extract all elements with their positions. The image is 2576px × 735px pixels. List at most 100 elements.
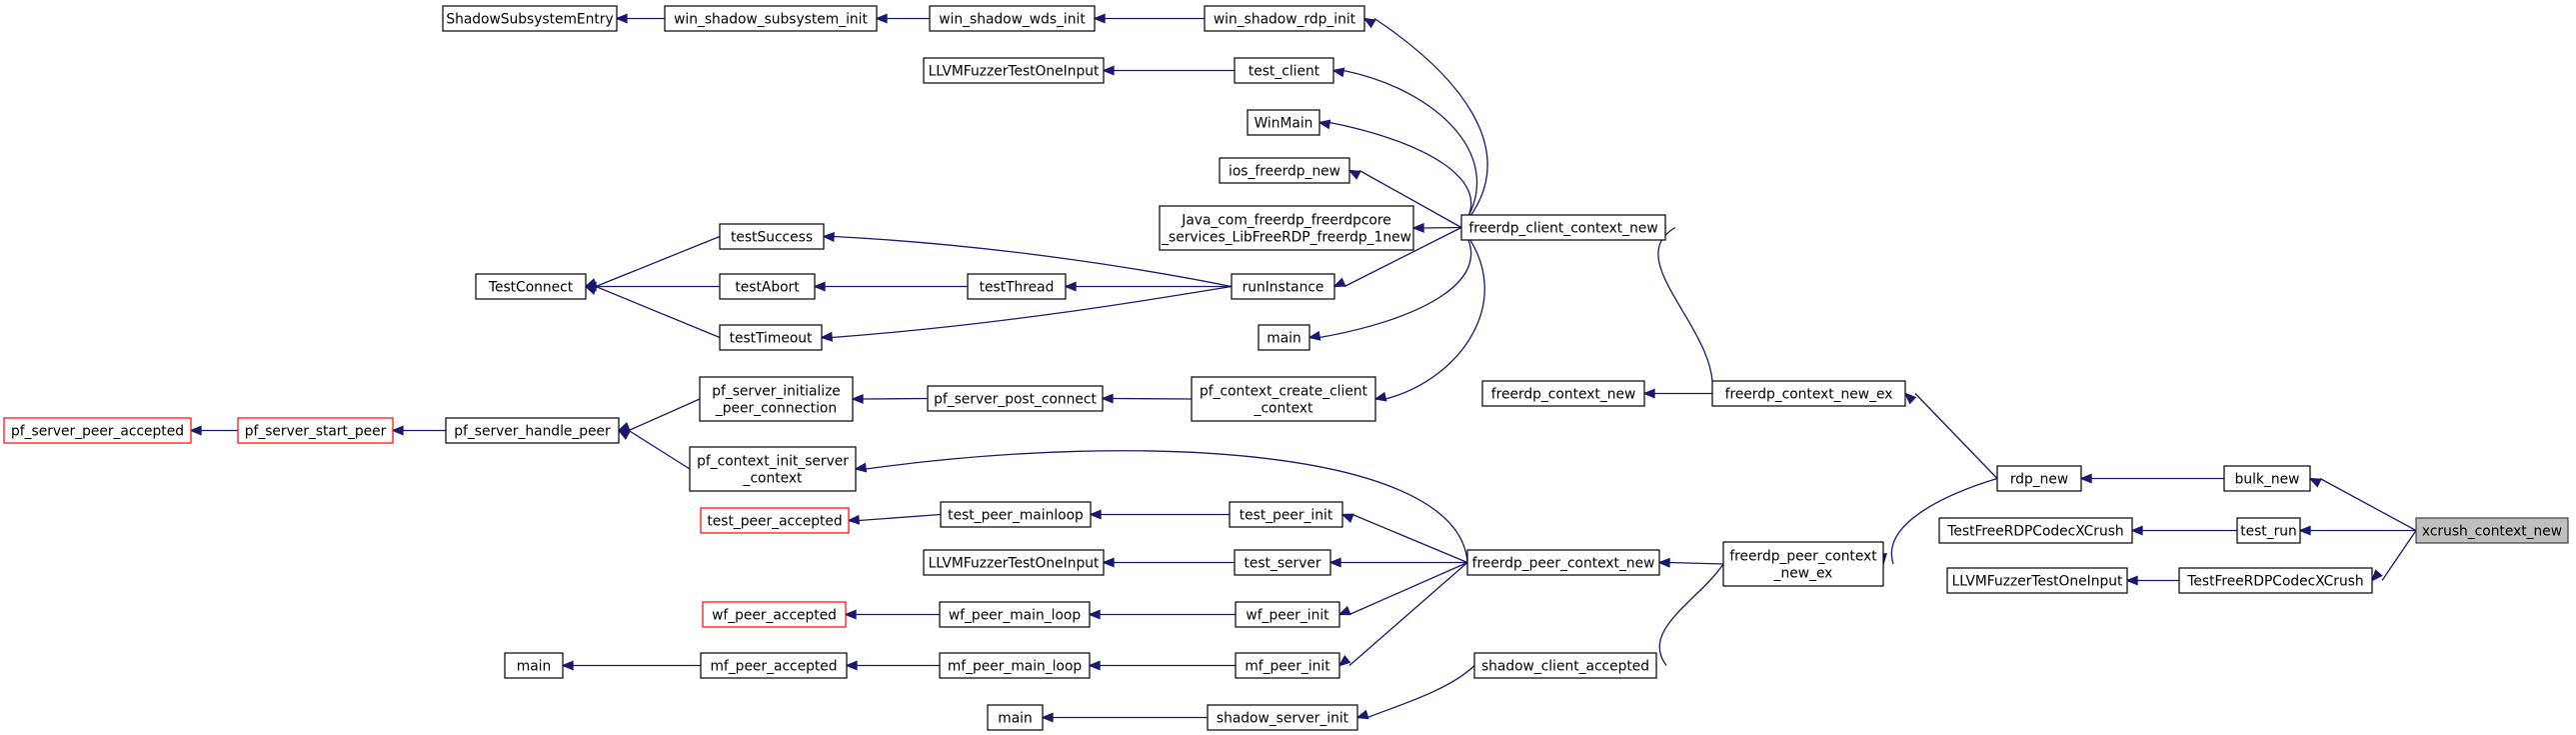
- edge-freerdp_client_context_new-to-freerdp_context_new_ex: [1653, 226, 1713, 394]
- node-label: pf_server_initialize: [712, 384, 841, 400]
- arrowhead-icon: [1332, 277, 1346, 288]
- node-llvmfuzzertestoneinput-a[interactable]: LLVMFuzzerTestOneInput: [923, 57, 1105, 84]
- node-pf-context-init-server-context[interactable]: pf_context_init_server_context: [689, 446, 857, 492]
- node-llvmfuzzertestoneinput-b[interactable]: LLVMFuzzerTestOneInput: [923, 549, 1105, 576]
- edge-mf_peer_main_loop-to-mf_peer_init: [1088, 660, 1236, 671]
- node-test-peer-init[interactable]: test_peer_init: [1229, 501, 1343, 528]
- node-testsuccess[interactable]: testSuccess: [719, 223, 825, 250]
- node-freerdp-client-context-new[interactable]: freerdp_client_context_new: [1460, 214, 1666, 241]
- edge-Java_com-to-freerdp_client_context_new: [1411, 222, 1462, 233]
- node-rdp-new[interactable]: rdp_new: [1996, 465, 2082, 492]
- node-win-shadow-wds-init[interactable]: win_shadow_wds_init: [929, 5, 1096, 32]
- edge-pf_server_handle_peer-to-pf_server_initialize_peer_connection: [617, 398, 701, 432]
- arrowhead-icon: [1317, 119, 1331, 130]
- node-wf-peer-main-loop[interactable]: wf_peer_main_loop: [939, 601, 1091, 628]
- node-box: [1247, 109, 1320, 136]
- node-pf-server-start-peer[interactable]: pf_server_start_peer: [237, 417, 394, 444]
- node-pf-server-post-connect[interactable]: pf_server_post_connect: [927, 385, 1104, 412]
- edge-line: [1373, 17, 1488, 228]
- node-box: [2415, 517, 2569, 544]
- edge-line: [1318, 227, 1472, 339]
- node-testtimeout[interactable]: testTimeout: [719, 324, 823, 351]
- node-test-peer-accepted[interactable]: test_peer_accepted: [700, 507, 850, 534]
- node-label: test_peer_accepted: [707, 514, 842, 530]
- edge-pf_context_init_server_context-to-freerdp_peer_context_new: [854, 450, 1468, 563]
- node-mf-peer-init[interactable]: mf_peer_init: [1235, 652, 1340, 679]
- node-wf-peer-init[interactable]: wf_peer_init: [1235, 601, 1340, 628]
- edge-freerdp_peer_context_new-to-freerdp_peer_context_new_ex: [1657, 557, 1724, 568]
- edge-LLVMFuzzerTestOneInput_a-to-test_client: [1102, 65, 1235, 76]
- node-shadowsubsystementry[interactable]: ShadowSubsystemEntry: [442, 5, 618, 32]
- node-box: [1234, 549, 1331, 576]
- node-test-run[interactable]: test_run: [2236, 517, 2301, 544]
- node-win-shadow-rdp-init[interactable]: win_shadow_rdp_init: [1204, 5, 1365, 32]
- arrowhead-icon: [1307, 330, 1321, 341]
- node-pf-server-peer-accepted[interactable]: pf_server_peer_accepted: [3, 417, 192, 444]
- node-testfreerdpcodecxcrush-b[interactable]: TestFreeRDPCodecXCrush: [2178, 567, 2373, 594]
- node-pf-server-handle-peer[interactable]: pf_server_handle_peer: [445, 417, 620, 444]
- node-label: test_run: [2240, 524, 2297, 540]
- node-label: shadow_client_accepted: [1481, 659, 1649, 675]
- node-shadow-server-init[interactable]: shadow_server_init: [1207, 704, 1358, 731]
- node-label: WinMain: [1255, 116, 1313, 132]
- edge-win_shadow_wds_init-to-win_shadow_rdp_init: [1093, 13, 1205, 24]
- node-label: test_client: [1249, 64, 1320, 80]
- node-testconnect[interactable]: TestConnect: [475, 273, 587, 300]
- edge-line: [865, 450, 1468, 563]
- node-box: [1191, 376, 1376, 422]
- node-label: testThread: [980, 280, 1055, 296]
- node-box: [445, 417, 620, 444]
- node-test-server[interactable]: test_server: [1234, 549, 1331, 576]
- node-testthread[interactable]: testThread: [967, 273, 1067, 300]
- edge-line: [1657, 226, 1713, 394]
- arrowhead-icon: [2308, 477, 2322, 488]
- node-ios-freerdp-new[interactable]: ios_freerdp_new: [1219, 157, 1350, 184]
- node-runinstance[interactable]: runInstance: [1231, 273, 1335, 300]
- edge-testSuccess-to-runInstance: [822, 232, 1233, 288]
- node-shadow-client-accepted[interactable]: shadow_client_accepted: [1473, 652, 1657, 679]
- node-java-com[interactable]: Java_com_freerdp_freerdpcore_services_Li…: [1159, 205, 1414, 251]
- node-freerdp-peer-context-new-ex[interactable]: freerdp_peer_context_new_ex: [1722, 541, 1884, 587]
- node-freerdp-context-new-ex[interactable]: freerdp_context_new_ex: [1711, 380, 1906, 407]
- node-testabort[interactable]: testAbort: [719, 273, 816, 300]
- node-mf-peer-main-loop[interactable]: mf_peer_main_loop: [939, 652, 1091, 679]
- node-test-peer-mainloop[interactable]: test_peer_mainloop: [940, 501, 1092, 528]
- node-main-b[interactable]: main: [504, 652, 564, 679]
- edge-line: [628, 398, 701, 432]
- arrowhead-icon: [1362, 17, 1376, 29]
- node-test-client[interactable]: test_client: [1234, 57, 1334, 84]
- node-label: freerdp_context_new: [1491, 387, 1635, 403]
- node-win-shadow-subsystem-init[interactable]: win_shadow_subsystem_init: [664, 5, 878, 32]
- edge-mf_peer_accepted-to-mf_peer_main_loop: [845, 660, 940, 671]
- node-label: runInstance: [1243, 280, 1324, 296]
- edge-ios_freerdp_new-to-freerdp_client_context_new: [1347, 169, 1462, 229]
- edge-main_c-to-shadow_server_init: [1041, 712, 1208, 723]
- node-label: LLVMFuzzerTestOneInput: [929, 64, 1100, 80]
- node-bulk-new[interactable]: bulk_new: [2223, 465, 2311, 492]
- arrowhead-icon: [1642, 388, 1655, 399]
- node-freerdp-peer-context-new[interactable]: freerdp_peer_context_new: [1466, 549, 1660, 576]
- node-box: [719, 273, 816, 300]
- node-wf-peer-accepted[interactable]: wf_peer_accepted: [702, 601, 847, 628]
- node-llvmfuzzertestoneinput-c[interactable]: LLVMFuzzerTestOneInput: [1946, 567, 2128, 594]
- node-label: main: [1267, 331, 1300, 347]
- edge-pf_context_create_client_context-to-freerdp_client_context_new: [1373, 227, 1485, 402]
- node-box: [987, 704, 1044, 731]
- edge-main_a-to-freerdp_client_context_new: [1307, 227, 1472, 341]
- node-main-a[interactable]: main: [1258, 324, 1310, 351]
- node-testfreerdpcodecxcrush-a[interactable]: TestFreeRDPCodecXCrush: [1938, 517, 2133, 544]
- edge-line: [831, 285, 1233, 339]
- edge-line: [2319, 477, 2417, 532]
- edge-line: [862, 397, 929, 400]
- node-mf-peer-accepted[interactable]: mf_peer_accepted: [700, 652, 848, 679]
- node-winmain[interactable]: WinMain: [1247, 109, 1320, 136]
- node-freerdp-context-new[interactable]: freerdp_context_new: [1481, 380, 1645, 407]
- node-box: [1159, 205, 1414, 251]
- node-pf-context-create-client-context[interactable]: pf_context_create_client_context: [1191, 376, 1376, 422]
- node-box: [1466, 549, 1660, 576]
- node-pf-server-initialize-peer-connection[interactable]: pf_server_initialize_peer_connection: [699, 376, 854, 422]
- node-box: [719, 324, 823, 351]
- edge-shadow_server_init-to-shadow_client_accepted: [1355, 665, 1475, 720]
- node-main-c[interactable]: main: [987, 704, 1044, 731]
- node-box: [1946, 567, 2128, 594]
